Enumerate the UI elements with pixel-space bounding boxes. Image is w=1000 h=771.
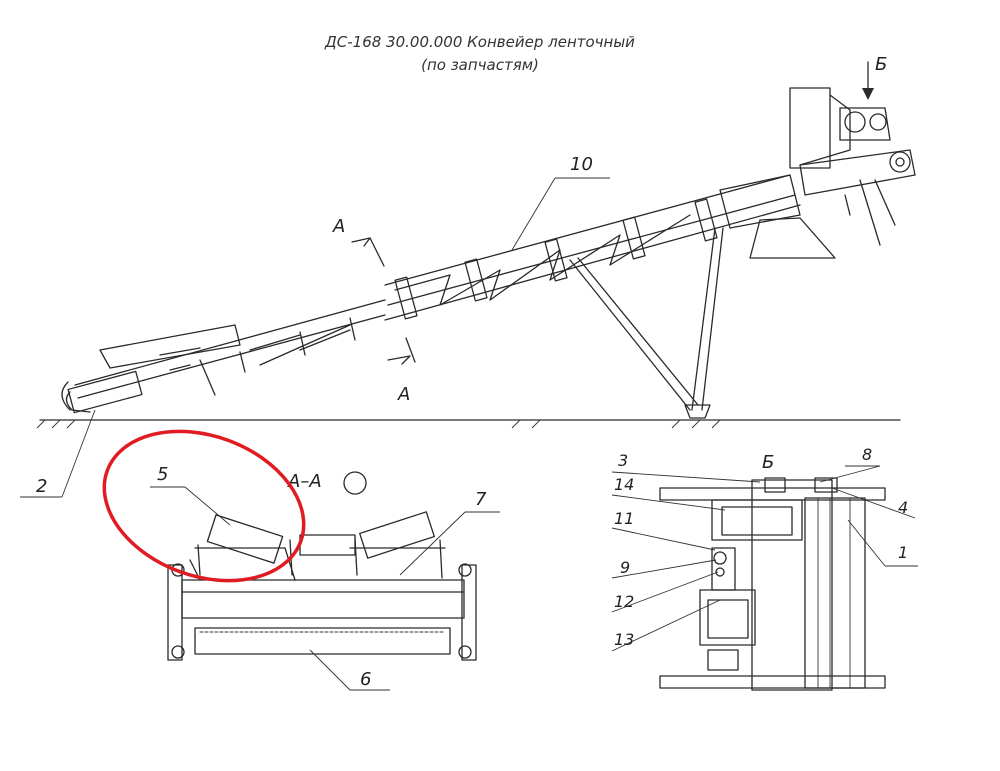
- callout-5: 5: [150, 464, 231, 526]
- idler-frame: [167, 537, 477, 661]
- view-b-arrow: Б: [862, 54, 887, 100]
- callout-7-label: 7: [475, 489, 487, 510]
- section-a-markers: А А: [332, 216, 416, 405]
- callout-2-label: 2: [36, 476, 47, 497]
- callout-13: 13: [611, 599, 721, 652]
- return-roller: [194, 627, 451, 655]
- callout-6-label: 6: [360, 669, 371, 690]
- section-a-a: А–А 5: [102, 429, 500, 691]
- callout-1-label: 1: [898, 543, 908, 562]
- section-a-label-top: А: [332, 216, 345, 237]
- callout-9-label: 9: [620, 558, 630, 577]
- callout-10-label: 10: [570, 154, 593, 175]
- callout-11-label: 11: [614, 509, 634, 528]
- view-b: Б 3 14: [611, 445, 918, 691]
- callout-12-label: 12: [614, 592, 634, 611]
- callout-2: 2: [20, 409, 96, 498]
- callout-6: 6: [309, 649, 390, 691]
- callout-4-label: 4: [898, 498, 908, 517]
- callout-7: 7: [399, 489, 500, 576]
- callout-13-label: 13: [614, 630, 634, 649]
- callout-14: 14: [611, 475, 726, 511]
- drive-assembly: [659, 477, 886, 691]
- callout-5-label: 5: [157, 464, 168, 485]
- callout-8: 8: [819, 445, 881, 483]
- callout-3: 3: [611, 451, 761, 483]
- support-legs: [569, 227, 724, 419]
- callout-9: 9: [611, 558, 717, 579]
- section-a-label-bottom: А: [397, 384, 410, 405]
- highlight-circle: [102, 429, 306, 583]
- section-rotation-symbol: [343, 471, 367, 495]
- callout-3-label: 3: [618, 451, 628, 470]
- main-view: Б А А 10 2: [20, 54, 916, 498]
- ground-hatch: [36, 419, 721, 429]
- conveyor-frame-lower: [61, 299, 386, 414]
- section-title: А–А: [287, 471, 322, 492]
- drawing-subtitle: (по запчастям): [421, 56, 539, 74]
- view-b-title: Б: [762, 452, 774, 473]
- conveyor-frame-upper: [384, 174, 801, 321]
- callout-11: 11: [611, 509, 716, 551]
- callout-12: 12: [611, 571, 719, 613]
- view-b-arrow-label: Б: [875, 54, 887, 75]
- head-drive: [749, 87, 916, 259]
- callout-8-label: 8: [862, 445, 872, 464]
- callout-10: 10: [511, 154, 610, 251]
- callout-14-label: 14: [614, 475, 634, 494]
- drawing-title: ДС-168 30.00.000 Конвейер ленточный: [324, 33, 635, 51]
- callout-1: 1: [847, 519, 918, 567]
- troughing-rollers: [206, 511, 435, 564]
- callout-4: 4: [831, 487, 916, 519]
